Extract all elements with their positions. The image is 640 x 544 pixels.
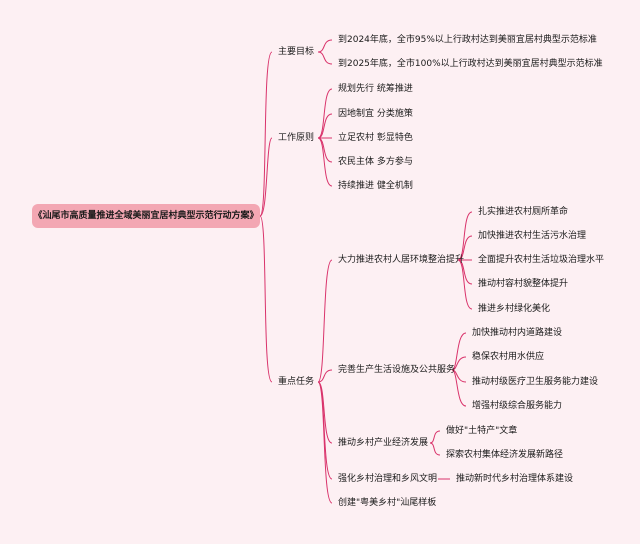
goal-2024[interactable]: 到2024年底，全市95%以上行政村达到美丽宜居村典型示范标准 — [338, 35, 597, 45]
task-facilities[interactable]: 完善生产生活设施及公共服务 — [338, 365, 456, 375]
fac-water[interactable]: 稳保农村用水供应 — [472, 352, 545, 362]
env-greening[interactable]: 推进乡村绿化美化 — [478, 304, 551, 314]
ind-specialty[interactable]: 做好"土特产"文章 — [446, 426, 518, 436]
principle-2[interactable]: 因地制宜 分类施策 — [338, 109, 413, 119]
env-sewage[interactable]: 加快推进农村生活污水治理 — [478, 231, 587, 241]
root-node[interactable]: 《汕尾市高质量推进全域美丽宜居村典型示范行动方案》 — [32, 204, 260, 228]
branch-key-tasks[interactable]: 重点任务 — [278, 377, 315, 387]
env-garbage[interactable]: 全面提升农村生活垃圾治理水平 — [478, 255, 605, 265]
ind-collective[interactable]: 探索农村集体经济发展新路径 — [446, 450, 564, 460]
fac-medical[interactable]: 推动村级医疗卫生服务能力建设 — [472, 377, 599, 387]
task-governance[interactable]: 强化乡村治理和乡风文明 — [338, 474, 438, 484]
principle-1[interactable]: 规划先行 统筹推进 — [338, 84, 413, 94]
env-toilet[interactable]: 扎实推进农村厕所革命 — [478, 207, 569, 217]
fac-services[interactable]: 增强村级综合服务能力 — [472, 401, 563, 411]
gov-system[interactable]: 推动新时代乡村治理体系建设 — [456, 474, 574, 484]
principle-5[interactable]: 持续推进 健全机制 — [338, 181, 413, 191]
task-model[interactable]: 创建"粤美乡村"汕尾样板 — [338, 498, 437, 508]
task-industry[interactable]: 推动乡村产业经济发展 — [338, 438, 429, 448]
principle-4[interactable]: 农民主体 多方参与 — [338, 157, 413, 167]
task-environment[interactable]: 大力推进农村人居环境整治提升 — [338, 255, 465, 265]
principle-3[interactable]: 立足农村 彰显特色 — [338, 133, 413, 143]
env-appearance[interactable]: 推动村容村貌整体提升 — [478, 279, 569, 289]
goal-2025[interactable]: 到2025年底，全市100%以上行政村达到美丽宜居村典型示范标准 — [338, 59, 603, 69]
fac-roads[interactable]: 加快推动村内道路建设 — [472, 328, 563, 338]
branch-work-principles[interactable]: 工作原则 — [278, 133, 315, 143]
branch-main-goals[interactable]: 主要目标 — [278, 47, 315, 57]
